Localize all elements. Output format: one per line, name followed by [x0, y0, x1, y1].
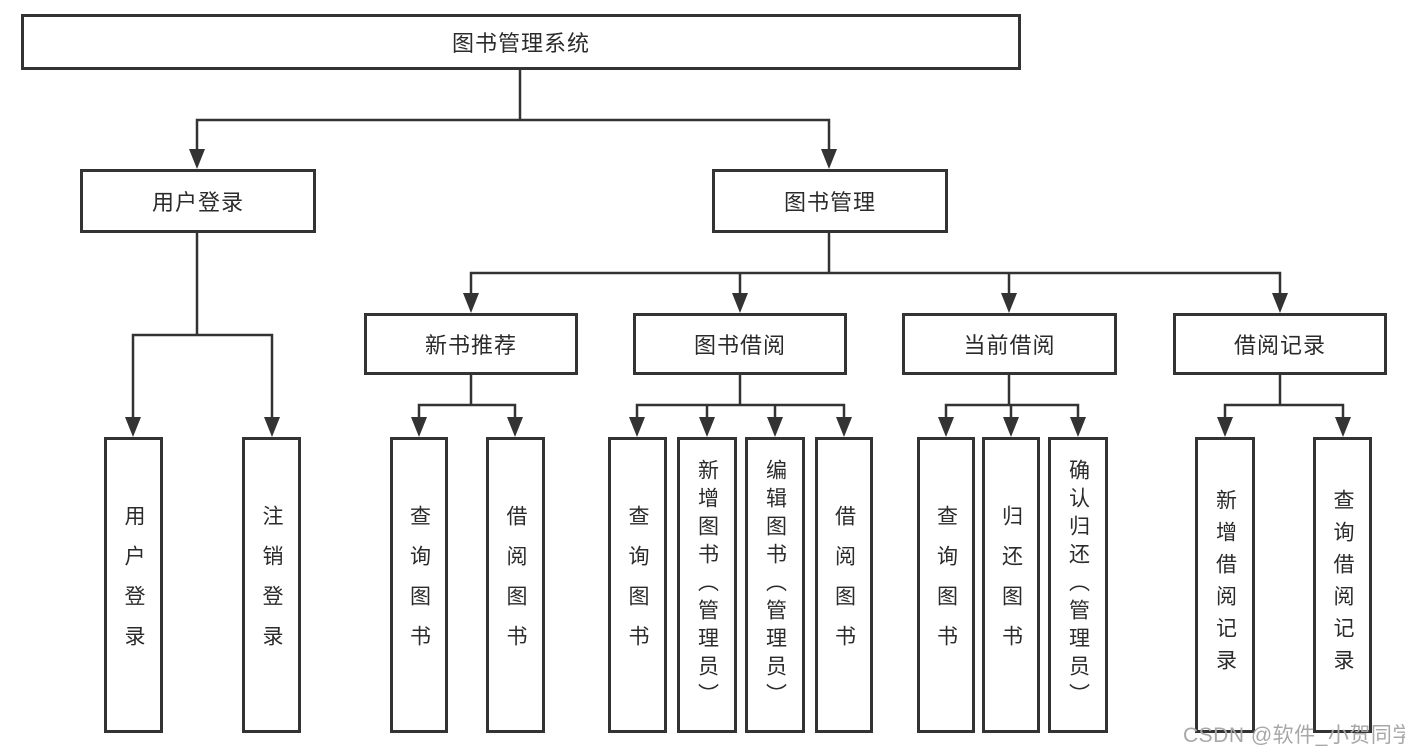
node-book-borrowing-label: 图书借阅 — [693, 333, 786, 358]
node-book-management: 图书管理 — [712, 169, 948, 233]
leaf-query-borrow-record-label: 查询借阅记录 — [1331, 489, 1354, 681]
leaf-query-books-borrowing: 查询图书 — [608, 437, 667, 733]
leaf-add-borrow-record: 新增借阅记录 — [1195, 437, 1255, 733]
leaf-add-book-admin: 新增图书（管理员） — [677, 437, 737, 733]
leaf-user-login: 用户登录 — [104, 437, 163, 733]
leaf-edit-book-admin-label: 编辑图书（管理员） — [763, 459, 787, 711]
node-library-system-label: 图书管理系统 — [451, 31, 590, 56]
arrowheads — [125, 149, 1351, 437]
node-borrowing-records-label: 借阅记录 — [1233, 333, 1326, 358]
leaf-confirm-return-admin-label: 确认归还（管理员） — [1066, 459, 1090, 711]
leaf-confirm-return-admin: 确认归还（管理员） — [1048, 437, 1108, 733]
node-current-borrowing-label: 当前借阅 — [963, 333, 1056, 358]
leaf-borrow-books-recommend: 借阅图书 — [486, 437, 545, 733]
node-new-book-recommend-label: 新书推荐 — [424, 333, 517, 358]
leaf-logout: 注销登录 — [242, 437, 301, 733]
node-user-login-label: 用户登录 — [151, 190, 244, 215]
leaf-logout-label: 注销登录 — [260, 505, 283, 665]
leaf-query-books-current: 查询图书 — [917, 437, 975, 733]
leaf-add-book-admin-label: 新增图书（管理员） — [695, 459, 719, 711]
leaf-query-books-recommend: 查询图书 — [390, 437, 448, 733]
connector-paths — [131, 68, 1345, 421]
leaf-borrow-books-recommend-label: 借阅图书 — [504, 505, 527, 665]
leaf-return-books: 归还图书 — [982, 437, 1040, 733]
node-book-management-label: 图书管理 — [783, 190, 876, 215]
node-new-book-recommend: 新书推荐 — [364, 313, 578, 375]
leaf-borrow-books-borrowing: 借阅图书 — [815, 437, 873, 733]
leaf-query-books-current-label: 查询图书 — [934, 505, 958, 665]
leaf-query-books-recommend-label: 查询图书 — [407, 505, 431, 665]
leaf-add-borrow-record-label: 新增借阅记录 — [1213, 489, 1237, 681]
leaf-edit-book-admin: 编辑图书（管理员） — [745, 437, 805, 733]
leaf-query-borrow-record: 查询借阅记录 — [1313, 437, 1372, 733]
node-user-login: 用户登录 — [80, 169, 316, 233]
node-borrowing-records: 借阅记录 — [1173, 313, 1387, 375]
leaf-query-books-borrowing-label: 查询图书 — [626, 505, 649, 665]
leaf-return-books-label: 归还图书 — [999, 505, 1023, 665]
node-book-borrowing: 图书借阅 — [633, 313, 847, 375]
node-current-borrowing: 当前借阅 — [902, 313, 1117, 375]
watermark-csdn: CSDN @软件_小贺同学 — [1183, 724, 1405, 747]
node-library-system: 图书管理系统 — [21, 14, 1021, 70]
leaf-borrow-books-borrowing-label: 借阅图书 — [832, 505, 856, 665]
leaf-user-login-label: 用户登录 — [122, 505, 145, 665]
